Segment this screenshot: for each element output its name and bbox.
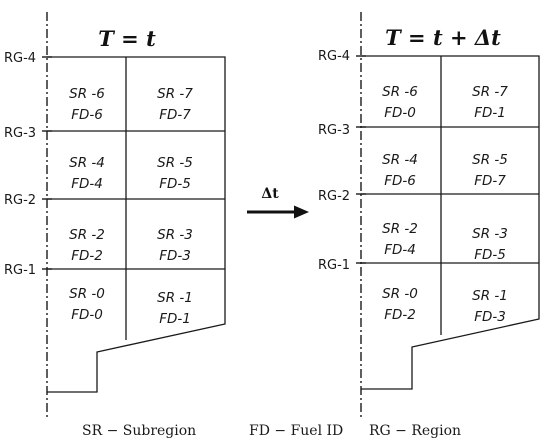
- left-cell-7-sr: SR -1: [157, 290, 193, 306]
- left-rg4-label: RG-4: [4, 51, 36, 66]
- time-step-arrow: Δt: [247, 186, 309, 219]
- right-cell-2-sr: SR -4: [382, 152, 418, 168]
- right-panel-title: T = t + Δt: [385, 25, 501, 50]
- left-cell-0-sr: SR -6: [69, 86, 105, 102]
- left-rg2-label: RG-2: [4, 193, 36, 208]
- legend-region: RG − Region: [369, 423, 461, 439]
- left-panel-title: T = t: [98, 26, 156, 51]
- right-cell-5-sr: SR -3: [472, 226, 508, 242]
- left-cell-4-fd: FD-2: [71, 248, 103, 264]
- legend: SR − Subregion FD − Fuel ID RG − Region: [82, 423, 461, 439]
- left-cell-0-fd: FD-6: [71, 107, 103, 123]
- left-cell-2-fd: FD-4: [71, 176, 103, 192]
- legend-fuel-id: FD − Fuel ID: [249, 423, 343, 439]
- arrowhead-icon: [294, 205, 309, 219]
- right-cell-0-fd: FD-0: [384, 105, 416, 121]
- left-cell-6-sr: SR -0: [69, 286, 105, 302]
- right-cell-1-fd: FD-1: [474, 105, 506, 121]
- legend-subregion: SR − Subregion: [82, 423, 196, 439]
- right-rg4-label: RG-4: [318, 49, 350, 64]
- right-cell-6-sr: SR -0: [382, 286, 418, 302]
- right-cell-4-fd: FD-4: [384, 242, 416, 258]
- left-panel: RG-4 RG-3 RG-2 RG-1 T = t SR -6 FD-6 SR …: [4, 12, 226, 420]
- right-panel: RG-4 RG-3 RG-2 RG-1 T = t + Δt SR -6 FD-…: [318, 12, 540, 420]
- left-rg1-label: RG-1: [4, 263, 36, 278]
- right-rg1-label: RG-1: [318, 258, 350, 273]
- left-cell-1-sr: SR -7: [157, 86, 193, 102]
- left-cell-5-sr: SR -3: [157, 227, 193, 243]
- right-panel-outline: [361, 55, 540, 390]
- right-cell-6-fd: FD-2: [384, 307, 416, 323]
- left-cell-6-fd: FD-0: [71, 307, 103, 323]
- left-cell-1-fd: FD-7: [159, 107, 191, 123]
- left-cell-4-sr: SR -2: [69, 227, 105, 243]
- arrow-label: Δt: [261, 186, 279, 202]
- left-panel-outline: [47, 56, 226, 393]
- left-cell-2-sr: SR -4: [69, 155, 105, 171]
- left-cell-3-fd: FD-5: [159, 176, 191, 192]
- right-cell-3-sr: SR -5: [472, 152, 508, 168]
- left-cell-3-sr: SR -5: [157, 155, 193, 171]
- left-cell-5-fd: FD-3: [159, 248, 191, 264]
- right-cell-5-fd: FD-5: [474, 247, 506, 263]
- right-cell-0-sr: SR -6: [382, 84, 418, 100]
- right-cell-2-fd: FD-6: [384, 173, 416, 189]
- right-rg2-label: RG-2: [318, 189, 350, 204]
- left-rg3-label: RG-3: [4, 126, 36, 141]
- right-cell-3-fd: FD-7: [474, 173, 506, 189]
- right-cell-4-sr: SR -2: [382, 221, 418, 237]
- right-cell-1-sr: SR -7: [472, 84, 508, 100]
- right-cell-7-sr: SR -1: [472, 288, 508, 304]
- right-rg3-label: RG-3: [318, 123, 350, 138]
- left-cell-7-fd: FD-1: [159, 311, 191, 327]
- right-cell-7-fd: FD-3: [474, 309, 506, 325]
